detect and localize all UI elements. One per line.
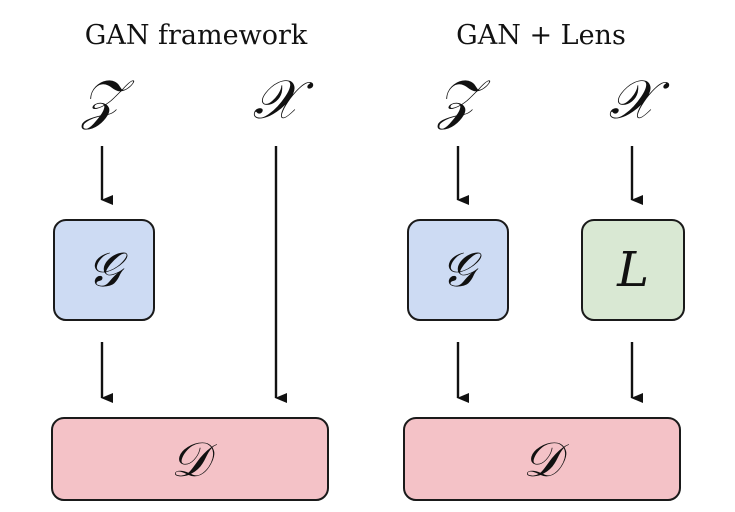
lens-symbol-right: L [616,242,649,298]
discriminator-box-right: 𝒟 [403,417,681,501]
panel-title-gan-framework: GAN framework [85,20,308,51]
data-space-x-right: 𝒳 [609,68,670,131]
generator-symbol-left: 𝒢 [87,242,128,298]
generator-box-left: 𝒢 [53,219,155,321]
latent-space-z-right: 𝒵 [436,68,490,131]
latent-space-z-left: 𝒵 [80,68,134,131]
panel-title-gan-lens: GAN + Lens [456,20,626,51]
data-space-x-left: 𝒳 [253,68,314,131]
panel-gan-lens: GAN + Lens 𝒵 𝒳 𝒢 L 𝒟 [403,20,685,501]
panel-gan-framework: GAN framework 𝒵 𝒳 𝒢 𝒟 [51,20,329,501]
discriminator-box-left: 𝒟 [51,417,329,501]
lens-box-right: L [581,219,685,321]
generator-box-right: 𝒢 [407,219,509,321]
generator-symbol-right: 𝒢 [441,242,482,298]
